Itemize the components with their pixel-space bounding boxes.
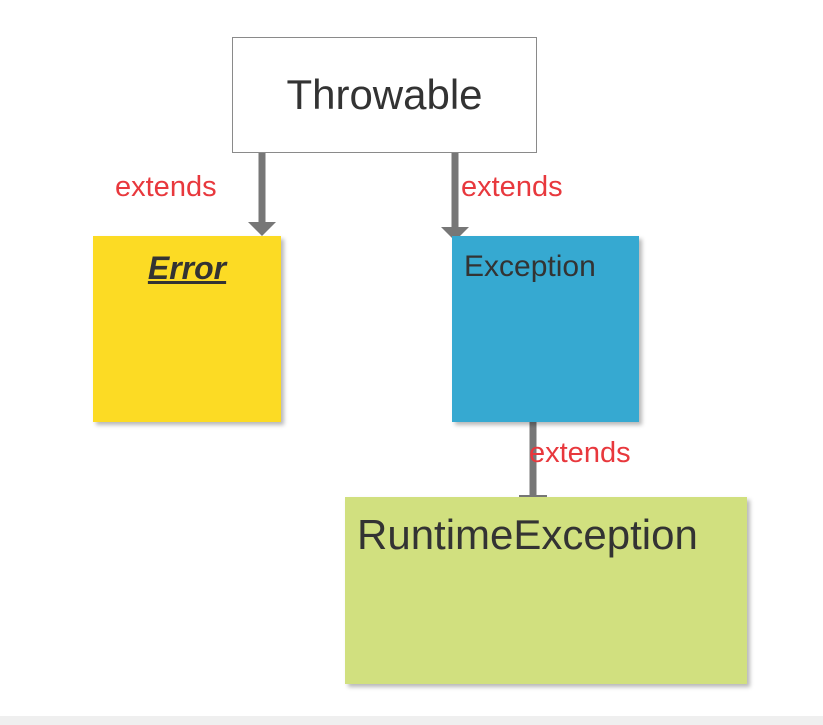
edge-label-exception-extends: extends (461, 171, 563, 203)
exception-label: Exception (464, 250, 596, 283)
bottom-strip (0, 716, 823, 725)
error-node: Error (93, 236, 281, 422)
exception-node: Exception (452, 236, 639, 422)
throwable-node: Throwable (232, 37, 537, 153)
runtime-exception-label: RuntimeException (357, 511, 698, 558)
edge-label-runtime-extends: extends (529, 437, 631, 469)
arrowhead-exception (441, 227, 469, 241)
error-label: Error (147, 250, 227, 286)
throwable-label: Throwable (286, 71, 483, 118)
arrowhead-error (248, 222, 276, 236)
runtime-exception-node: RuntimeException (345, 497, 747, 684)
edge-label-error-extends: extends (115, 171, 217, 203)
